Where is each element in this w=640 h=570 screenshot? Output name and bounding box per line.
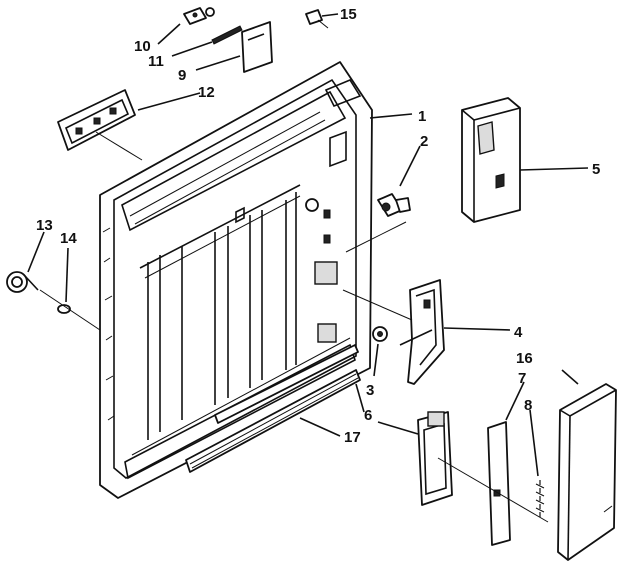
callout-labels: 10 11 9 12 15 1 2 5 4 16 7 3 8 6 17 13 1…	[36, 6, 600, 446]
screw-part-10	[183, 7, 215, 25]
spring-part-8	[535, 480, 545, 520]
leader-lines	[27, 13, 589, 523]
screw-part-15	[305, 9, 329, 29]
callout-4: 4	[514, 324, 523, 341]
knob-part-2	[377, 193, 411, 217]
latch-part-4	[399, 279, 445, 385]
door-inner-panel	[99, 61, 373, 499]
callout-14: 14	[60, 230, 77, 247]
callout-8: 8	[524, 397, 532, 414]
callout-1: 1	[418, 108, 426, 125]
callout-15: 15	[340, 6, 357, 23]
bracket-part-9	[241, 21, 273, 73]
switch-housing-part-5	[461, 97, 521, 223]
callout-13: 13	[36, 217, 53, 234]
callout-2: 2	[420, 133, 428, 150]
bottom-strip-part	[185, 344, 361, 473]
pin-part-11	[211, 25, 243, 45]
washer-part-14	[57, 304, 71, 314]
callout-7: 7	[518, 370, 526, 387]
nut-part-3	[372, 326, 388, 342]
callout-9: 9	[178, 67, 186, 84]
hinge-cap-part-13	[6, 271, 39, 293]
callout-3: 3	[366, 382, 374, 399]
handle-insert-part	[57, 89, 136, 151]
callout-16: 16	[516, 350, 533, 367]
side-cover-part-16	[557, 383, 617, 561]
callout-5: 5	[592, 161, 600, 178]
callout-17: 17	[344, 429, 361, 446]
bar-part-7	[487, 421, 511, 546]
callout-6: 6	[364, 407, 372, 424]
callout-11: 11	[148, 53, 164, 70]
callout-12: 12	[198, 84, 215, 101]
latch-part-6	[417, 411, 453, 506]
callout-10: 10	[134, 38, 151, 55]
